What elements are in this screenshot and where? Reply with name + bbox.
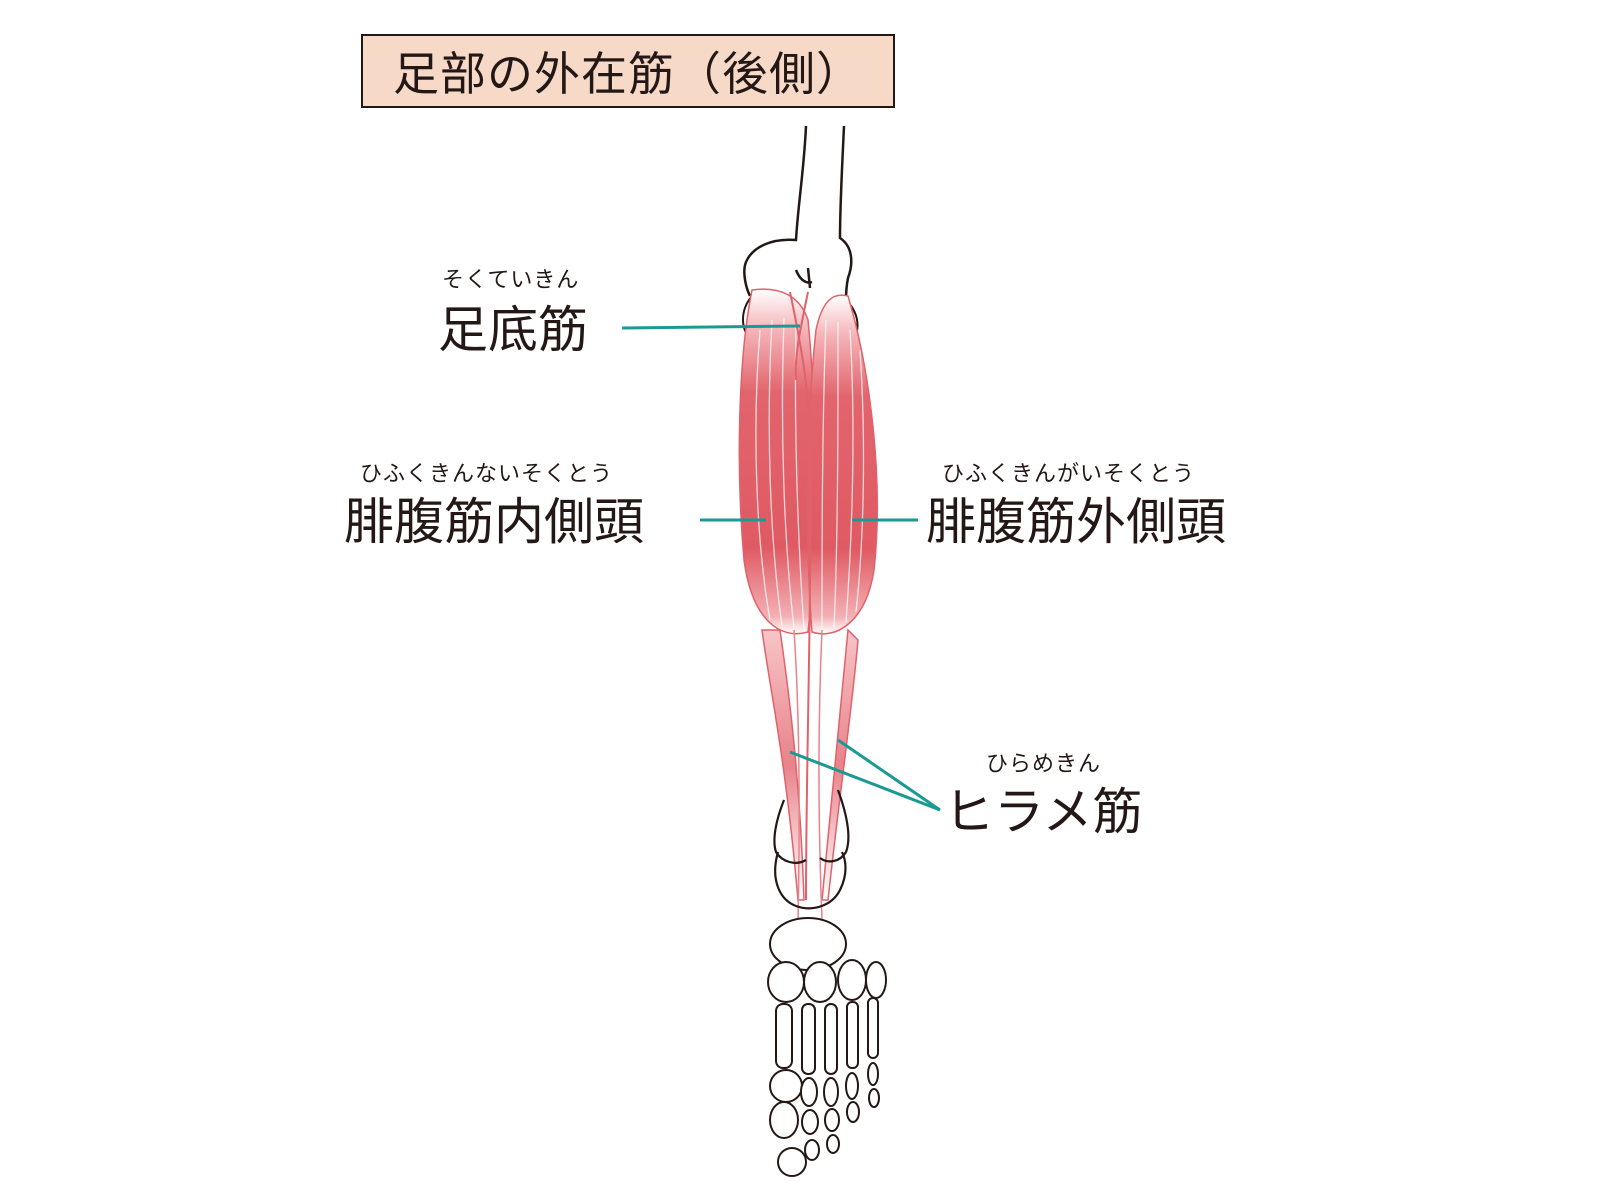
plantaris-label: 足底筋	[438, 301, 588, 359]
soleus-muscle	[761, 628, 859, 901]
leader-lines	[621, 324, 941, 812]
medial-head-label: 腓腹筋内側頭	[344, 493, 644, 551]
leader-soleus-2	[837, 738, 941, 812]
page-title: 足部の外在筋（後側）	[393, 47, 863, 101]
plantaris-ruby: そくていきん	[442, 268, 580, 293]
leader-soleus-1	[789, 750, 941, 812]
femur-bone	[743, 125, 853, 301]
plantaris-tendon	[789, 291, 812, 901]
title-box: 足部の外在筋（後側）	[361, 34, 895, 108]
lateral-head-label: 腓腹筋外側頭	[926, 493, 1226, 551]
leader-plantaris	[621, 324, 801, 330]
soleus-label: ヒラメ筋	[944, 783, 1143, 841]
medial-head-ruby: ひふくきんないそくとう	[360, 462, 614, 487]
foot-bones	[767, 917, 887, 1177]
ankle-bones	[773, 789, 850, 910]
muscle-fibers	[755, 317, 865, 631]
achilles-tendon	[793, 629, 823, 921]
soleus-ruby: ひらめきん	[986, 752, 1102, 777]
gastrocnemius-lateral-head	[807, 294, 879, 635]
lateral-head-ruby: ひふくきんがいそくとう	[942, 462, 1196, 487]
